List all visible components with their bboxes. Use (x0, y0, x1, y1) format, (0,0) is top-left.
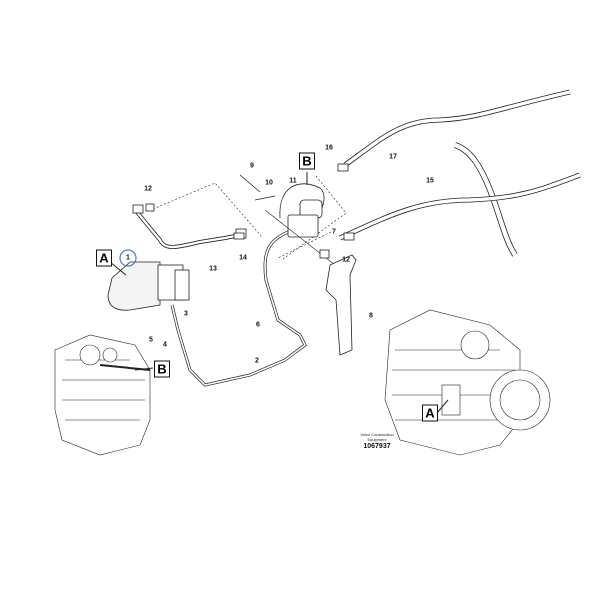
callout-9: 9 (250, 162, 254, 170)
hose-15 (338, 172, 581, 241)
callout-17: 17 (389, 153, 397, 161)
hose-17 (343, 89, 571, 257)
callout-6: 6 (256, 321, 260, 329)
caption-line1: Volvo Construction (360, 432, 394, 437)
view-label-b-engine: B (154, 360, 170, 378)
view-label-a: A (96, 249, 112, 267)
callout-11: 11 (289, 177, 297, 185)
unit-1 (107, 249, 190, 311)
callout-3: 3 (184, 310, 188, 318)
view-label-a-engine: A (422, 404, 438, 422)
callout-8: 8 (369, 312, 373, 320)
pin-11 (254, 195, 276, 201)
engine-left (54, 334, 151, 456)
callout-5: 5 (149, 336, 153, 344)
callout-16: 16 (325, 144, 333, 152)
caption-line2: Equipment (367, 437, 387, 442)
valve-7 (279, 183, 325, 238)
line-2 (170, 230, 307, 387)
callout-12b: 12 (342, 256, 350, 264)
document-number: 1067937 (363, 443, 391, 450)
callout-14: 14 (239, 254, 247, 262)
callout-2: 2 (255, 357, 259, 365)
caption: Volvo Construction Equipment (352, 432, 402, 442)
box-leaders (109, 172, 449, 414)
callout-7: 7 (332, 228, 336, 236)
callout-1: 1 (126, 254, 130, 262)
small-parts (145, 163, 355, 259)
callout-4: 4 (163, 341, 167, 349)
callout-10: 10 (265, 179, 273, 187)
callout-13: 13 (209, 265, 217, 273)
callout-15: 15 (426, 177, 434, 185)
bracket-8 (325, 254, 357, 356)
callout-12: 12 (144, 185, 152, 193)
dashed-outlines (152, 175, 347, 260)
view-label-b: B (299, 152, 315, 170)
bolt-9 (239, 174, 261, 193)
engine-right (384, 309, 551, 456)
